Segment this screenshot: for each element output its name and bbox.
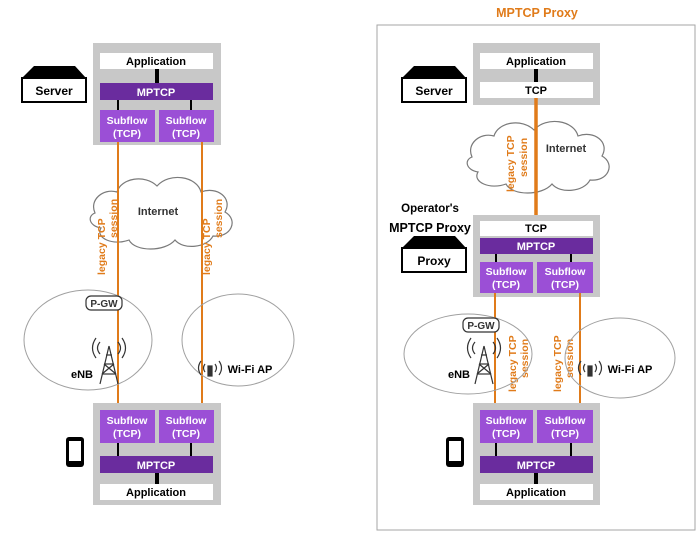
- cloud-icon: [466, 120, 610, 194]
- svg-text:Application: Application: [506, 487, 566, 499]
- right-panel: [376, 24, 696, 531]
- svg-text:Subflow: Subflow: [166, 415, 208, 427]
- operator-label-line-1: Operator's: [401, 203, 459, 215]
- left-client-mptcp-box: [100, 456, 213, 473]
- right-session-label-top: legacy TCP: [505, 135, 517, 192]
- svg-text:(TCP): (TCP): [172, 428, 200, 440]
- svg-text:Subflow: Subflow: [107, 415, 149, 427]
- right-server-label: Server: [415, 84, 453, 98]
- right-enb-label: eNB: [448, 369, 470, 381]
- right-server-tcp-label: TCP: [525, 85, 547, 97]
- left-pgw-box: [85, 295, 123, 311]
- svg-text:session: session: [564, 339, 576, 378]
- phone-icon: [66, 437, 84, 467]
- right-client-stack: Subflow (TCP) Subflow (TCP) MPTCP Applic…: [473, 403, 600, 505]
- cell-tower-icon: [466, 337, 502, 385]
- svg-text:Subflow: Subflow: [486, 266, 528, 278]
- right-pgw-label: P-GW: [467, 321, 495, 332]
- left-cellular-coverage: [23, 289, 153, 391]
- right-title: MPTCP Proxy: [496, 6, 578, 20]
- server-icon: Server: [21, 66, 87, 103]
- svg-text:(TCP): (TCP): [113, 428, 141, 440]
- svg-text:session: session: [108, 199, 120, 238]
- svg-text:MPTCP: MPTCP: [517, 241, 556, 253]
- wifi-ap-icon: [577, 360, 603, 377]
- right-wifi-coverage: [564, 317, 676, 399]
- left-client-stack: Subflow (TCP) Subflow (TCP) MPTCP Applic…: [93, 403, 221, 505]
- svg-text:Subflow: Subflow: [545, 266, 587, 278]
- left-server-subflow-2: [159, 110, 214, 142]
- right-pgw-box: [462, 317, 500, 333]
- left-server-label: Server: [35, 84, 73, 98]
- proxy-subflow-2: [537, 262, 593, 293]
- proxy-stack: TCP MPTCP Subflow (TCP) Subflow (TCP): [473, 215, 600, 297]
- right-server-app-label: Application: [506, 56, 566, 68]
- server-icon: Server: [401, 66, 467, 103]
- svg-text:(TCP): (TCP): [172, 128, 200, 140]
- right-internet-label: Internet: [546, 143, 587, 155]
- right-client-subflow-2: [537, 410, 593, 443]
- left-server-mptcp-label: MPTCP: [137, 87, 176, 99]
- svg-text:Subflow: Subflow: [107, 115, 149, 127]
- right-session-label-2: legacy TCP: [552, 335, 564, 392]
- left-wifi-coverage: [181, 293, 295, 387]
- svg-text:session: session: [213, 199, 225, 238]
- svg-text:(TCP): (TCP): [551, 279, 579, 291]
- left-wifi-label: Wi-Fi AP: [228, 364, 273, 376]
- left-client-subflow-2: [159, 410, 214, 443]
- svg-text:session: session: [518, 138, 530, 177]
- left-pgw-label: P-GW: [90, 299, 118, 310]
- svg-text:Application: Application: [126, 487, 186, 499]
- right-client-subflow-1: [480, 410, 533, 443]
- proxy-label: Proxy: [417, 254, 451, 268]
- svg-text:Subflow: Subflow: [545, 415, 587, 427]
- left-server-subflow-1: [100, 110, 155, 142]
- right-wifi-label: Wi-Fi AP: [608, 364, 653, 376]
- right-server-stack: Application TCP: [473, 43, 600, 105]
- left-session-label-2: legacy TCP: [201, 218, 213, 275]
- right-cellular-coverage: [403, 313, 533, 395]
- svg-text:Subflow: Subflow: [166, 115, 208, 127]
- left-server-app-box: [100, 53, 213, 69]
- right-session-label-1: legacy TCP: [507, 335, 519, 392]
- wifi-ap-icon: [197, 360, 223, 377]
- cell-tower-icon: [91, 337, 127, 385]
- svg-text:Subflow: Subflow: [486, 415, 528, 427]
- proxy-icon: Proxy: [401, 236, 467, 273]
- svg-text:MPTCP: MPTCP: [517, 460, 556, 472]
- svg-text:MPTCP: MPTCP: [137, 460, 176, 472]
- left-session-label-1: legacy TCP: [96, 218, 108, 275]
- left-server-stack: Application MPTCP Subflow (TCP) Subflow …: [93, 43, 221, 145]
- left-internet-label: Internet: [138, 206, 179, 218]
- left-enb-label: eNB: [71, 369, 93, 381]
- left-server-mptcp-box: [100, 83, 213, 100]
- left-server-app-label: Application: [126, 56, 186, 68]
- svg-text:(TCP): (TCP): [492, 279, 520, 291]
- svg-text:TCP: TCP: [525, 223, 547, 235]
- left-client-subflow-1: [100, 410, 155, 443]
- svg-text:(TCP): (TCP): [551, 428, 579, 440]
- svg-text:(TCP): (TCP): [492, 428, 520, 440]
- proxy-subflow-1: [480, 262, 533, 293]
- left-client-app-box: [100, 484, 213, 500]
- svg-text:(TCP): (TCP): [113, 128, 141, 140]
- phone-icon: [446, 437, 464, 467]
- operator-label-line-2: MPTCP Proxy: [389, 221, 471, 235]
